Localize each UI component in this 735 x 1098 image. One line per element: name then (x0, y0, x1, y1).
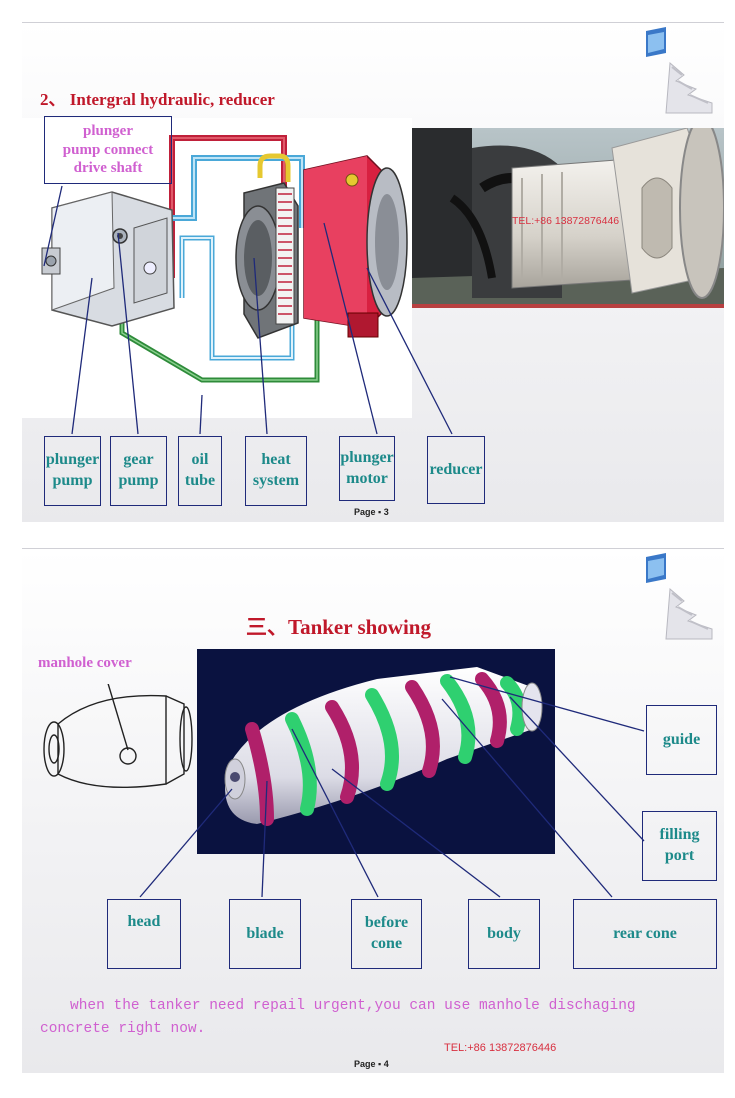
slide-title: 三、Tanker showing (246, 615, 431, 639)
tanker-blade-render (197, 649, 555, 854)
label-plunger-pump-connect-drive-shaft: plunger pump connect drive shaft (44, 116, 172, 184)
label-plunger-motor: plunger motor (339, 436, 395, 501)
staircase-decoration-icon (646, 27, 713, 114)
label-rear-cone: rear cone (573, 899, 717, 969)
manhole-note: when the tanker need repail urgent,you c… (40, 995, 720, 1041)
page-number: Page ▪ 3 (354, 507, 389, 517)
photo-phone-watermark: TEL:+86 13872876446 (512, 215, 620, 227)
label-body: body (468, 899, 540, 969)
note-line-2: concrete right now. (40, 1021, 206, 1038)
slide-title: 2、 Intergral hydraulic, reducer (40, 90, 275, 109)
slide-page-3: 2、 Intergral hydraulic, reducer (22, 22, 724, 522)
label-reducer: reducer (427, 436, 485, 504)
label-guide: guide (646, 705, 717, 775)
label-blade: blade (229, 899, 301, 969)
note-line-1: when the tanker need repail urgent,you c… (70, 998, 636, 1014)
label-manhole-cover: manhole cover (38, 655, 132, 671)
label-before-cone: before cone (351, 899, 422, 969)
label-gear-pump: gear pump (110, 436, 167, 506)
label-head: head (107, 899, 181, 969)
label-filling-port: filling port (642, 811, 717, 881)
slide-page-4: 三、Tanker showing manhole cover (22, 548, 724, 1073)
phone-watermark: TEL:+86 13872876446 (444, 1042, 557, 1054)
page-number: Page ▪ 4 (354, 1059, 389, 1069)
label-oil-tube: oil tube (178, 436, 222, 506)
label-plunger-pump: plunger pump (44, 436, 101, 506)
staircase-decoration-icon (646, 553, 713, 640)
label-heat-system: heat system (245, 436, 307, 506)
drum-line-drawing (43, 684, 193, 789)
reducer-photo: TEL:+86 13872876446 (412, 128, 724, 308)
